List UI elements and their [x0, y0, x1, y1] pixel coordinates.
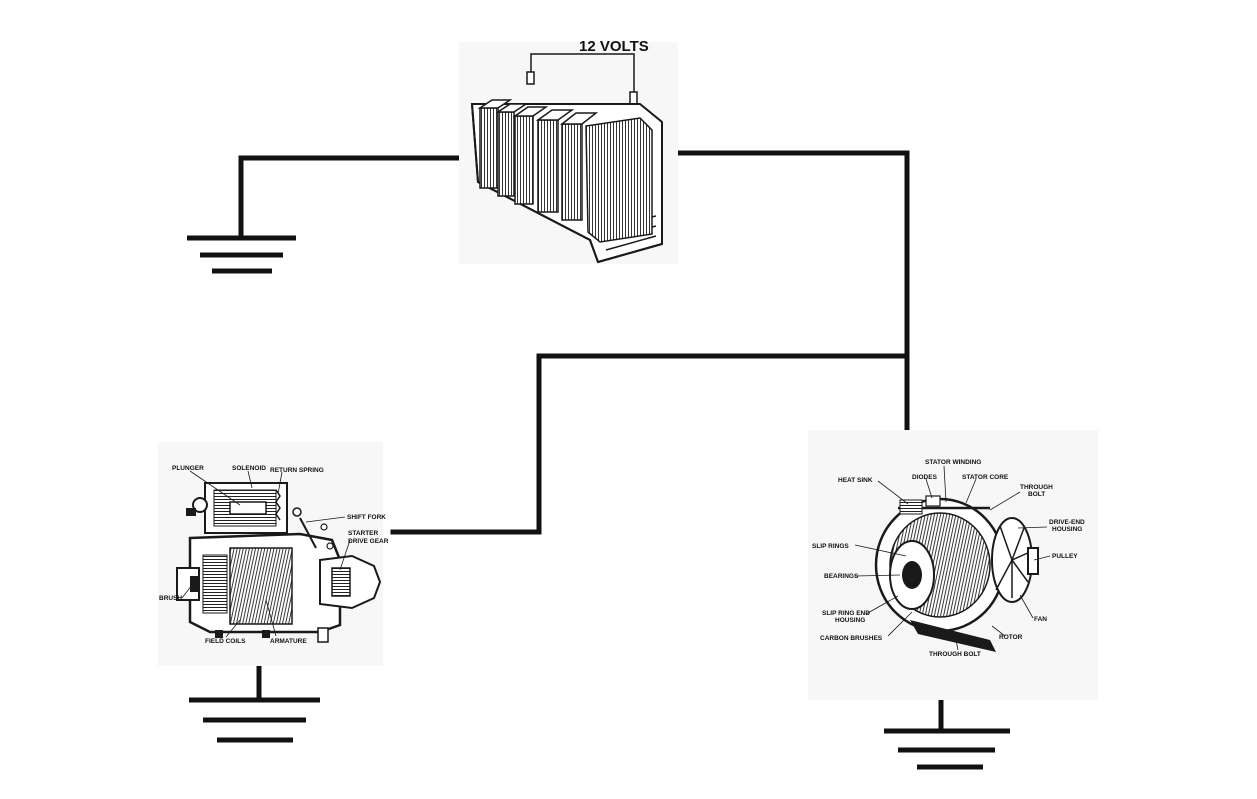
shift-fork — [299, 517, 317, 549]
label-stator-core: STATOR CORE — [962, 474, 1009, 481]
terminal-bracket — [530, 53, 635, 94]
label-slip-ring-end-housing-2: HOUSING — [835, 617, 865, 624]
fan-blades — [995, 525, 1031, 598]
alternator: STATOR WINDING HEAT SINK DIODES STATOR C… — [808, 430, 1098, 700]
label-armature: ARMATURE — [270, 638, 307, 645]
positive-terminal — [629, 91, 638, 105]
label-starter-drive-gear-1: STARTER — [348, 530, 379, 537]
label-drive-end-housing-1: DRIVE-END — [1049, 519, 1085, 526]
brush — [190, 576, 200, 592]
commutator — [202, 554, 228, 614]
label-drive-end-housing-2: HOUSING — [1052, 526, 1082, 533]
label-through-bolt-bottom: THROUGH BOLT — [929, 651, 981, 658]
armature — [229, 547, 293, 625]
wires — [238, 150, 944, 734]
battery-positive-wire — [677, 150, 910, 441]
label-slip-rings: SLIP RINGS — [812, 543, 849, 550]
label-through-bolt-top-1: THROUGH — [1020, 484, 1053, 491]
label-stator-winding: STATOR WINDING — [925, 459, 981, 466]
battery: 12 VOLTS — [459, 38, 678, 264]
alternator-leader-lines — [854, 465, 1051, 651]
starter-feed-wire — [390, 353, 910, 535]
label-fan: FAN — [1034, 616, 1047, 623]
label-diodes: DIODES — [912, 474, 938, 481]
pulley — [1027, 547, 1039, 575]
heat-sink — [899, 499, 923, 515]
label-field-coils: FIELD COILS — [205, 638, 246, 645]
bearings — [902, 561, 922, 589]
ground-symbol-battery — [187, 235, 296, 274]
battery-negative-wire — [238, 155, 463, 241]
label-brush: BRUSH — [159, 595, 182, 602]
label-return-spring: RETURN SPRING — [270, 467, 324, 474]
battery-voltage-label: 12 VOLTS — [579, 38, 649, 55]
label-solenoid: SOLENOID — [232, 465, 266, 472]
label-heat-sink: HEAT SINK — [838, 477, 873, 484]
label-pulley: PULLEY — [1052, 553, 1078, 560]
diodes — [925, 495, 941, 507]
label-rotor: ROTOR — [999, 634, 1023, 641]
label-bearings: BEARINGS — [824, 573, 859, 580]
label-starter-drive-gear-2: DRIVE GEAR — [348, 538, 389, 545]
ground-symbol-starter — [189, 697, 320, 743]
starter-motor: PLUNGER SOLENOID RETURN SPRING SHIFT FOR… — [158, 442, 389, 666]
cell-tops — [477, 99, 599, 125]
negative-terminal — [526, 71, 535, 85]
label-carbon-brushes: CARBON BRUSHES — [820, 635, 883, 642]
label-plunger: PLUNGER — [172, 465, 204, 472]
rotor — [910, 620, 996, 652]
label-through-bolt-top-2: BOLT — [1028, 491, 1045, 498]
plunger — [229, 501, 267, 515]
ground-symbol-alternator — [884, 728, 1010, 770]
label-shift-fork: SHIFT FORK — [347, 514, 386, 521]
label-slip-ring-end-housing-1: SLIP RING END — [822, 610, 870, 617]
starter-drive-gear — [331, 567, 351, 597]
starter-leader-lines — [181, 470, 351, 638]
return-spring — [275, 489, 281, 521]
